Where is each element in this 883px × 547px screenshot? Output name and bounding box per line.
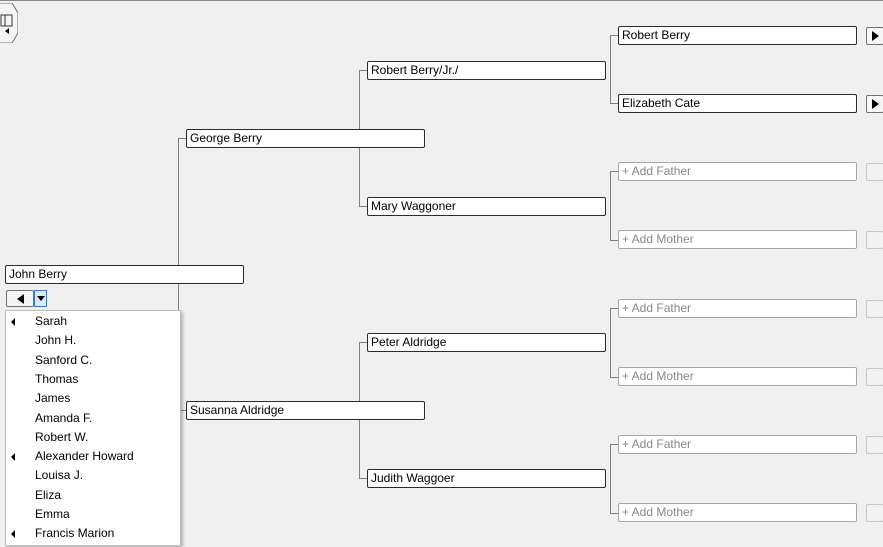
expand-ancestors-button-disabled (866, 231, 883, 249)
person-box-maternal-grandfather[interactable]: Peter Aldridge (367, 333, 606, 352)
child-menu-item-label: Emma (35, 507, 70, 521)
child-menu-item-label: Amanda F. (35, 410, 93, 425)
connector-line (610, 308, 611, 377)
triangle-left-icon (11, 318, 15, 326)
person-box-mother[interactable]: Susanna Aldridge (186, 401, 425, 420)
add-father-box[interactable]: + Add Father (618, 162, 857, 181)
add-mother-box[interactable]: + Add Mother (618, 503, 857, 522)
triangle-left-icon (11, 530, 15, 539)
connector-line (610, 444, 611, 513)
child-menu-item-label: Eliza (35, 487, 62, 502)
add-father-box[interactable]: + Add Father (618, 299, 857, 318)
child-menu-item-label: Robert W. (35, 429, 89, 444)
sidebar-toggle-button[interactable] (0, 2, 19, 44)
connector-line (359, 342, 367, 343)
expand-ancestors-button-disabled (866, 300, 883, 318)
triangle-right-icon (871, 99, 879, 109)
connector-line (178, 138, 179, 266)
child-menu-item-label: Sarah (35, 314, 68, 328)
child-menu-item[interactable]: Robert W. (6, 428, 180, 447)
child-menu-item[interactable]: Amanda F. (6, 409, 180, 428)
expand-ancestors-button-disabled (866, 163, 883, 181)
child-menu-item[interactable]: Eliza (6, 486, 180, 505)
add-father-box[interactable]: + Add Father (618, 435, 857, 454)
child-menu-item[interactable]: Thomas (6, 370, 180, 389)
person-box-root[interactable]: John Berry (5, 265, 244, 284)
connector-line (610, 103, 618, 104)
person-box-father[interactable]: George Berry (186, 129, 425, 148)
children-dropdown-button[interactable] (34, 290, 47, 307)
connector-line (610, 171, 618, 172)
child-menu-item[interactable]: Francis Marion (6, 524, 180, 543)
expand-ancestors-button-disabled (866, 504, 883, 522)
expand-ancestors-button-disabled (866, 368, 883, 386)
person-box-maternal-grandmother[interactable]: Judith Waggoer (367, 469, 606, 488)
connector-line (610, 308, 618, 309)
connector-line (610, 171, 611, 240)
child-menu-item[interactable]: James (6, 389, 180, 408)
connector-line (359, 206, 367, 207)
connector-line (359, 70, 367, 71)
child-menu-item-label: Louisa J. (35, 468, 84, 483)
person-box-paternal-grandmother[interactable]: Mary Waggoner (367, 197, 606, 216)
expand-ancestors-button[interactable] (866, 95, 883, 113)
connector-line (610, 513, 618, 514)
add-mother-box[interactable]: + Add Mother (618, 230, 857, 249)
person-box-great-grandparent[interactable]: Elizabeth Cate (618, 94, 857, 113)
child-menu-item[interactable]: Emma (6, 505, 180, 524)
connector-line (178, 138, 186, 139)
connector-line (178, 410, 186, 411)
person-box-great-grandparent[interactable]: Robert Berry (618, 26, 857, 45)
triangle-left-icon (16, 293, 24, 304)
child-menu-item[interactable]: John H. (6, 331, 180, 350)
connector-line (610, 35, 611, 104)
descendants-back-button[interactable] (6, 290, 34, 307)
connector-line (610, 377, 618, 378)
child-menu-item-label: James (35, 391, 71, 406)
sidebar-toggle-icon (0, 2, 19, 44)
connector-line (359, 478, 367, 479)
triangle-right-icon (871, 31, 879, 41)
connector-line (610, 240, 618, 241)
child-menu-item-label: Francis Marion (35, 526, 115, 541)
triangle-left-icon (11, 453, 15, 462)
connector-line (610, 35, 618, 36)
child-menu-item-label: Thomas (35, 371, 79, 386)
child-menu-item[interactable]: Alexander Howard (6, 447, 180, 466)
expand-ancestors-button[interactable] (866, 27, 883, 45)
child-menu-item[interactable]: Sanford C. (6, 351, 180, 370)
expand-ancestors-button-disabled (866, 436, 883, 454)
child-menu-item-label: Sanford C. (35, 352, 93, 367)
person-box-paternal-grandfather[interactable]: Robert Berry/Jr./ (367, 61, 606, 80)
child-menu-item[interactable]: Louisa J. (6, 466, 180, 485)
child-menu-item-label: John H. (35, 333, 77, 348)
chevron-down-icon (36, 296, 45, 301)
connector-line (610, 444, 618, 445)
add-mother-box[interactable]: + Add Mother (618, 367, 857, 386)
child-menu-item[interactable]: Sarah (6, 312, 180, 331)
child-menu-item-label: Alexander Howard (35, 449, 134, 464)
